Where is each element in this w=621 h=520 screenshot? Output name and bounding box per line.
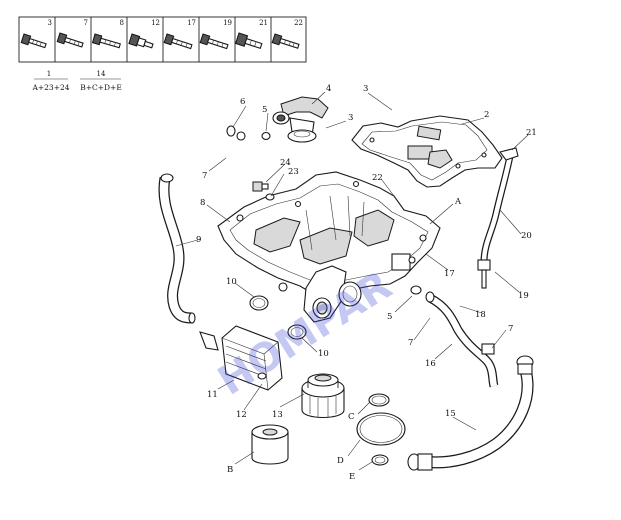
callout-label: 11 <box>207 390 218 400</box>
callout-label: 7 <box>508 324 513 334</box>
kit-group-1: 1 A+23+24 <box>31 70 69 92</box>
callout-label: 2 <box>484 110 489 120</box>
callout-label: 7 <box>408 338 413 348</box>
drain-plug <box>252 181 269 192</box>
coolant-hose <box>407 355 534 471</box>
oil-pickup-tube <box>427 149 453 169</box>
callout-label: 4 <box>326 84 331 94</box>
o-ring-d-inner <box>359 415 403 443</box>
oil-pickup-assembly <box>272 96 329 143</box>
o-ring-d <box>356 412 406 446</box>
oil-pickup-block <box>407 145 433 160</box>
return-hose <box>158 173 196 324</box>
o-ring-e <box>371 454 389 466</box>
callout-label: 3 <box>363 84 368 94</box>
seal-ring-inner <box>290 327 304 337</box>
oil-return-pipe <box>425 291 499 388</box>
kit-count: 1 <box>47 70 51 78</box>
bolt-icon <box>271 33 300 49</box>
dipstick-tube <box>477 147 519 289</box>
kit-count: 14 <box>97 70 106 78</box>
callout-label: 18 <box>475 310 486 320</box>
baffle-slot <box>416 125 442 141</box>
oil-filter-housing <box>301 373 345 419</box>
leader-lines <box>175 91 529 471</box>
oil-filter-element <box>251 424 289 465</box>
callout-label: 7 <box>202 171 207 181</box>
stud-bolt-icon <box>128 33 154 49</box>
callout-label: C <box>348 412 355 422</box>
seal-ring <box>261 131 271 141</box>
kit-group-14: 14 B+C+D+E <box>80 70 122 92</box>
table-cell-number: 22 <box>294 19 303 27</box>
bolt-icon <box>56 32 84 48</box>
callout-label: B <box>227 465 233 475</box>
bolt-icon <box>163 33 193 50</box>
kit-members: A+23+24 <box>31 83 69 92</box>
callout-label: 9 <box>196 235 201 245</box>
callout-label: 5 <box>387 312 392 322</box>
callout-label: A <box>454 197 462 207</box>
callout-label: 13 <box>272 410 283 420</box>
table-cell-number: 19 <box>223 19 232 27</box>
callout-label: 17 <box>444 269 455 279</box>
mount-hole <box>369 137 375 143</box>
kit-members: B+C+D+E <box>80 83 122 92</box>
callout-label: 24 <box>280 158 291 168</box>
callout-label: 19 <box>518 291 529 301</box>
callout-label: 20 <box>521 231 532 241</box>
seal-ring <box>249 295 269 311</box>
bolt-icon <box>20 33 47 49</box>
seal-ring <box>410 285 422 295</box>
table-cell-number: 17 <box>187 19 196 27</box>
callout-label: 21 <box>526 128 537 138</box>
callout-label: 22 <box>372 173 383 183</box>
table-cell-number: 7 <box>84 19 88 27</box>
callout-label: 8 <box>200 198 205 208</box>
oil-cooler <box>199 325 283 391</box>
callout-label: D <box>337 456 344 466</box>
callout-label: 3 <box>348 113 353 123</box>
callout-label: 6 <box>240 97 245 107</box>
table-cell-number: 21 <box>259 19 268 27</box>
callout-label: E <box>349 472 355 482</box>
callout-label: 10 <box>226 277 237 287</box>
callout-label: 23 <box>288 167 299 177</box>
callout-label: 10 <box>318 349 329 359</box>
table-cell-number: 12 <box>151 19 160 27</box>
mount-hole <box>481 152 487 158</box>
breather-hose <box>180 115 246 153</box>
table-cell-number: 8 <box>120 19 124 27</box>
callout-labels: 1 2 3 3 4 5 5 6 7 7 7 8 9 10 10 11 12 13… <box>196 84 537 482</box>
callout-label: 5 <box>262 105 267 115</box>
mount-hole <box>455 163 461 169</box>
callout-label: 12 <box>236 410 247 420</box>
fastener-table-frame <box>18 16 307 63</box>
baffle-inner-edge <box>361 121 488 181</box>
table-cell-number: 3 <box>48 19 52 27</box>
bolt-icon <box>199 33 229 50</box>
flange-bolt-icon <box>234 32 263 50</box>
o-ring-e-inner <box>374 456 386 464</box>
seal-ring <box>287 324 307 340</box>
drain-washer <box>265 193 275 201</box>
o-ring-c-inner <box>371 395 387 405</box>
bolt-icon <box>91 33 121 49</box>
callout-label: 16 <box>425 359 436 369</box>
oil-pan <box>217 171 441 323</box>
callout-label: 15 <box>445 409 456 419</box>
fastener-table: 3 7 8 12 17 19 21 22 <box>18 16 307 63</box>
seal-ring-inner <box>252 298 266 308</box>
